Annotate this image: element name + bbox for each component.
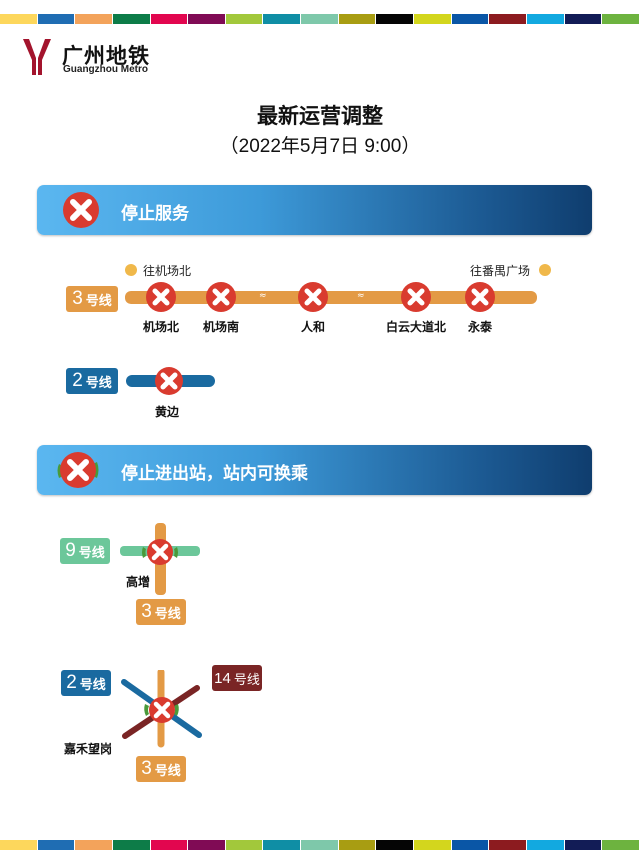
stop-service-label: 停止服务 <box>121 204 189 224</box>
stripe-segment <box>0 840 37 850</box>
close-circle-icon <box>465 282 495 312</box>
direction-right: 往番禺广场 <box>470 264 531 278</box>
line-3-badge: 3 号线 <box>136 599 186 625</box>
close-transfer-icon <box>57 452 99 488</box>
gap-marker: ≈ <box>357 291 365 301</box>
line-number: 3 <box>72 288 83 309</box>
stop-service-banner: 停止服务 <box>37 185 592 235</box>
page-title: 最新运营调整 <box>257 104 383 128</box>
line-suffix: 号线 <box>154 605 181 621</box>
stripe-segment <box>338 840 376 850</box>
metro-logo-icon <box>23 39 51 75</box>
color-stripe-top <box>0 14 640 24</box>
stripe-segment <box>263 14 301 24</box>
line-suffix: 号线 <box>79 676 106 692</box>
stripe-segment <box>225 840 263 850</box>
stripe-segment <box>376 14 414 24</box>
logo-chinese-name: 广州地铁 <box>62 44 150 68</box>
line-suffix: 号线 <box>154 762 181 778</box>
stripe-segment <box>526 14 564 24</box>
close-circle-icon <box>401 282 431 312</box>
line-number: 2 <box>66 672 77 693</box>
line-number: 3 <box>141 601 152 622</box>
stripe-segment <box>338 14 376 24</box>
stripe-segment <box>37 14 75 24</box>
station-label: 白云大道北 <box>385 320 446 334</box>
stripe-segment <box>75 840 112 850</box>
station-gaozeng: 高增 <box>126 575 151 589</box>
line-number: 3 <box>141 758 152 779</box>
close-circle-icon <box>206 282 236 312</box>
stripe-segment <box>602 14 639 24</box>
stripe-segment <box>112 840 150 850</box>
interchange-diagram <box>121 670 202 748</box>
stripe-segment <box>75 14 112 24</box>
line-2-badge: 2 号线 <box>66 368 118 394</box>
station-jiahewanggang: 嘉禾望岗 <box>64 742 113 756</box>
line-9-badge: 9 号线 <box>60 538 110 564</box>
guangzhou-metro-logo: 广州地铁 Guangzhou Metro <box>22 38 162 78</box>
line-number: 9 <box>65 540 76 561</box>
direction-left: 往机场北 <box>143 264 192 278</box>
stripe-segment <box>451 14 489 24</box>
stripe-segment <box>376 840 414 850</box>
station-huangbian: 黄边 <box>155 405 180 419</box>
line-suffix: 号线 <box>78 544 105 560</box>
line-3-badge: 3 号线 <box>66 286 118 312</box>
line-2-badge: 2 号线 <box>61 670 111 696</box>
stripe-segment <box>0 14 37 24</box>
line-number: 2 <box>72 370 83 391</box>
line-number: 14 <box>214 669 231 687</box>
stripe-segment <box>489 14 526 24</box>
stripe-segment <box>451 840 489 850</box>
stripe-segment <box>564 14 602 24</box>
gap-marker: ≈ <box>259 291 267 301</box>
stripe-segment <box>225 14 263 24</box>
stripe-segment <box>301 14 338 24</box>
stripe-segment <box>602 840 639 850</box>
line-suffix: 号线 <box>233 671 260 687</box>
stripe-segment <box>150 840 188 850</box>
color-stripe-bottom <box>0 840 640 850</box>
station-label: 人和 <box>300 320 325 334</box>
no-entry-banner: 停止进出站，站内可换乘 <box>37 445 592 495</box>
close-circle-icon <box>146 282 176 312</box>
station-label: 永泰 <box>467 320 492 334</box>
station-label: 机场北 <box>142 320 179 334</box>
stripe-segment <box>301 840 338 850</box>
stripe-segment <box>188 840 225 850</box>
stripe-segment <box>414 14 451 24</box>
stripe-segment <box>263 840 301 850</box>
stripe-segment <box>112 14 150 24</box>
no-entry-label: 停止进出站，站内可换乘 <box>121 464 308 484</box>
arrow-left-icon <box>125 264 137 276</box>
stripe-segment <box>489 840 526 850</box>
line-14-badge: 14 号线 <box>212 665 262 691</box>
logo-english-name: Guangzhou Metro <box>63 64 148 75</box>
stripe-segment <box>526 840 564 850</box>
arrow-right-icon <box>539 264 551 276</box>
stripe-segment <box>414 840 451 850</box>
close-transfer-icon <box>142 539 178 565</box>
line-suffix: 号线 <box>85 374 112 390</box>
line-3-badge: 3 号线 <box>136 756 186 782</box>
close-circle-icon <box>298 282 328 312</box>
stripe-segment <box>188 14 225 24</box>
stripe-segment <box>564 840 602 850</box>
stripe-segment <box>150 14 188 24</box>
stripe-segment <box>37 840 75 850</box>
close-circle-icon <box>63 192 99 228</box>
station-label: 机场南 <box>202 320 239 334</box>
line-suffix: 号线 <box>85 292 112 308</box>
page-date: （2022年5月7日 9:00） <box>219 136 421 157</box>
close-circle-icon <box>155 367 183 395</box>
